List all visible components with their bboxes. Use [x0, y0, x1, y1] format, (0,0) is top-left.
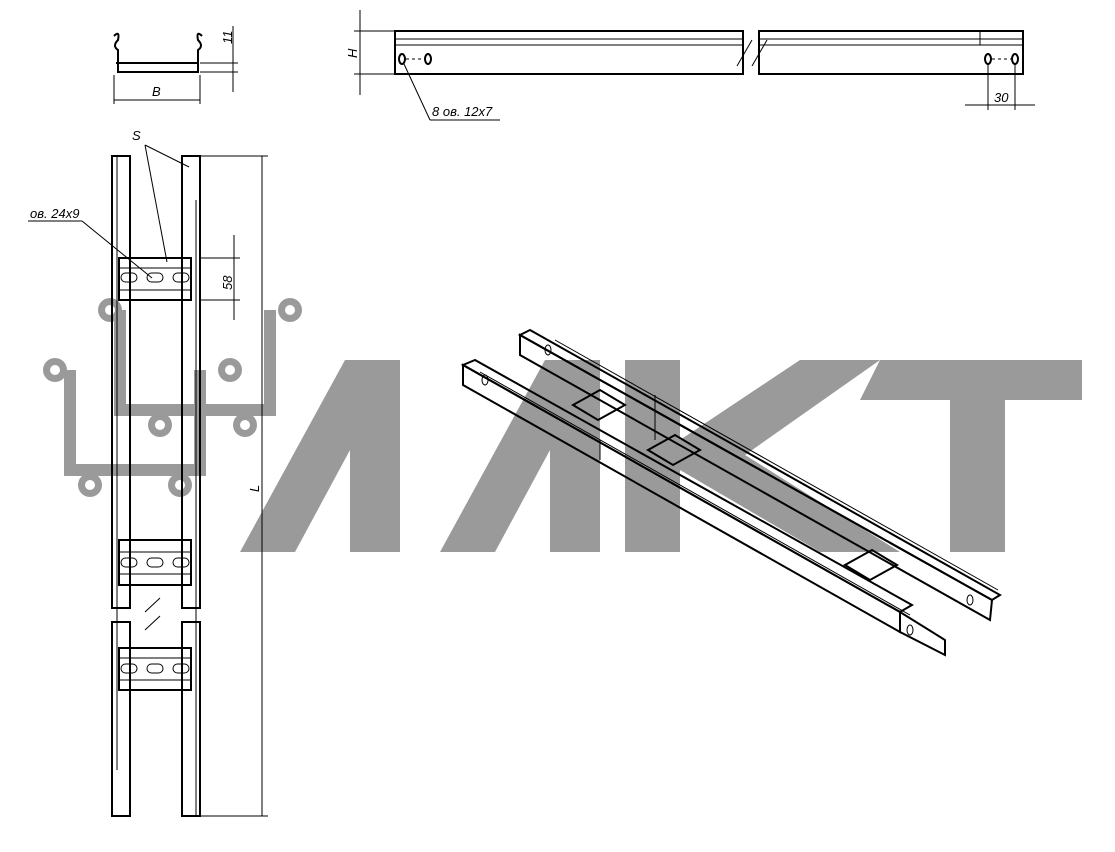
thickness-label: S: [132, 128, 141, 143]
slot-note: ов. 24х9: [30, 206, 79, 221]
watermark-letter-k: [625, 360, 680, 552]
holes-note: 8 ов. 12х7: [432, 104, 493, 119]
dim-l: L: [247, 485, 262, 492]
dim-58: 58: [220, 275, 235, 290]
watermark-logo: [43, 298, 1082, 552]
dim-11: 11: [220, 31, 235, 45]
side-view: H 8 ов. 12х7 30: [345, 10, 1035, 121]
watermark-letter-t: [860, 360, 1082, 552]
dim-h: H: [345, 48, 360, 58]
watermark-tray-icon: [43, 298, 302, 497]
top-view: S ов. 24х9 58 L: [28, 128, 268, 817]
dim-30: 30: [994, 90, 1009, 105]
cross-section-view: 11 B: [113, 26, 238, 104]
dim-b: B: [152, 84, 161, 99]
isometric-view: [460, 328, 1002, 657]
watermark-letter-m: [240, 360, 400, 552]
